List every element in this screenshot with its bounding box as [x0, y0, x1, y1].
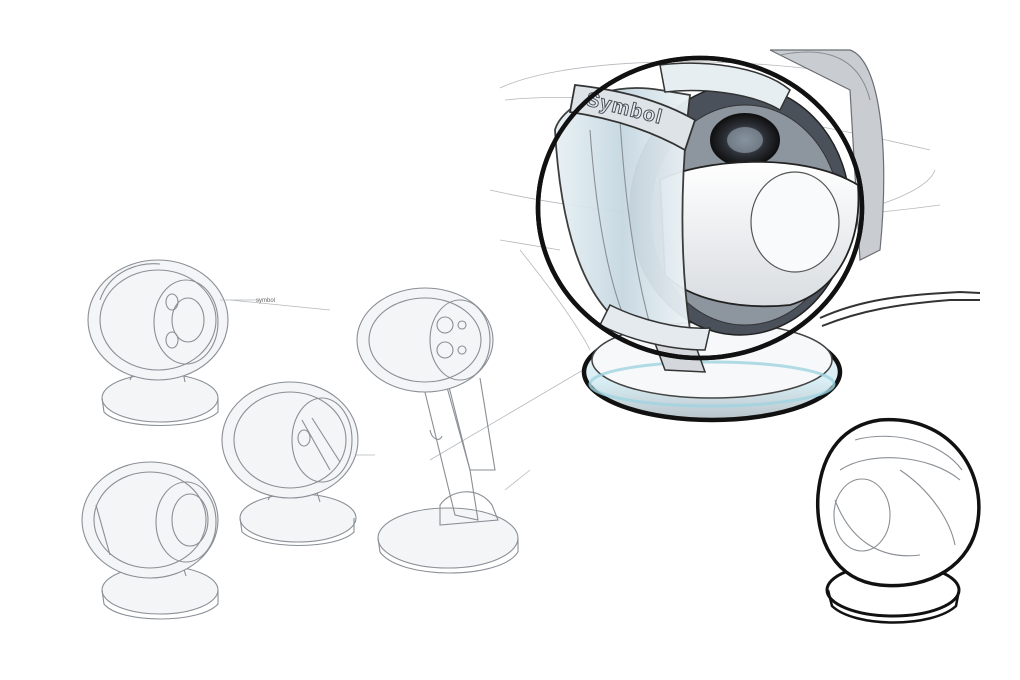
sketch-note: symbol — [256, 298, 275, 304]
mini-scanner-outline — [815, 418, 981, 624]
scanner-sketch-1 — [87, 259, 260, 427]
presentation-scanner-render: Symbol — [535, 49, 981, 423]
scanner-sketch-2 — [81, 461, 219, 620]
scanner-sketch-3 — [221, 381, 359, 547]
handheld-scanner-sketch — [356, 287, 531, 574]
